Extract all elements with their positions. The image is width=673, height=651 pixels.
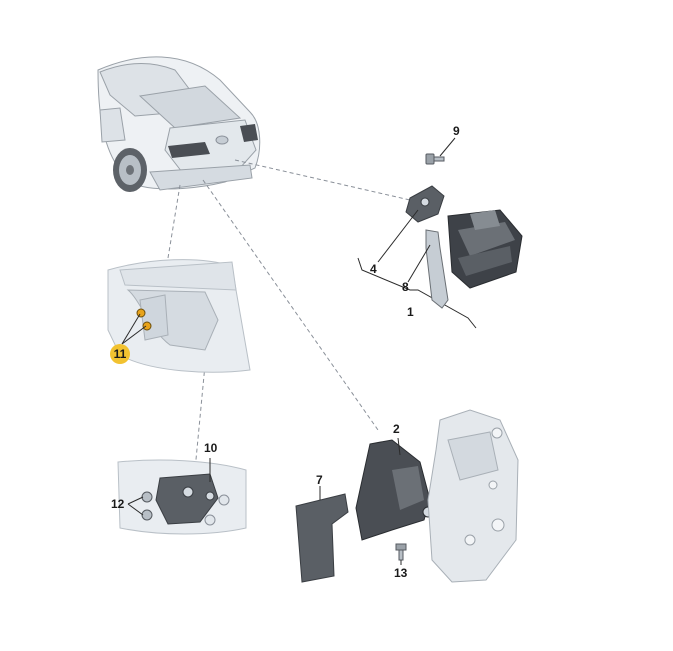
panel-with-nuts	[107, 259, 251, 373]
callout-10: 10	[204, 441, 218, 455]
callout-12: 12	[111, 497, 125, 511]
callout-8: 8	[402, 280, 409, 294]
callout-2: 2	[393, 422, 400, 436]
leader-lines	[121, 137, 456, 565]
screw-13	[395, 543, 407, 561]
bolt-9	[425, 153, 445, 165]
callout-labels: 9 4 8 1 11 10 12 7 2 13	[110, 124, 460, 580]
car-rear-illustration	[97, 56, 261, 192]
callout-11: 11	[114, 347, 127, 361]
callout-7: 7	[316, 473, 323, 487]
tail-light-assembly	[357, 153, 523, 329]
body-panel	[427, 409, 519, 583]
callout-4: 4	[370, 262, 377, 276]
bolts-12	[141, 491, 153, 521]
callout-11-badge: 11	[110, 344, 130, 364]
connection-lines	[167, 159, 411, 471]
trim-piece-7	[295, 493, 349, 583]
callout-1: 1	[407, 305, 414, 319]
housing-2	[355, 439, 434, 541]
callout-9: 9	[453, 124, 460, 138]
lower-panel-bracket	[117, 459, 247, 535]
callout-13: 13	[394, 566, 408, 580]
